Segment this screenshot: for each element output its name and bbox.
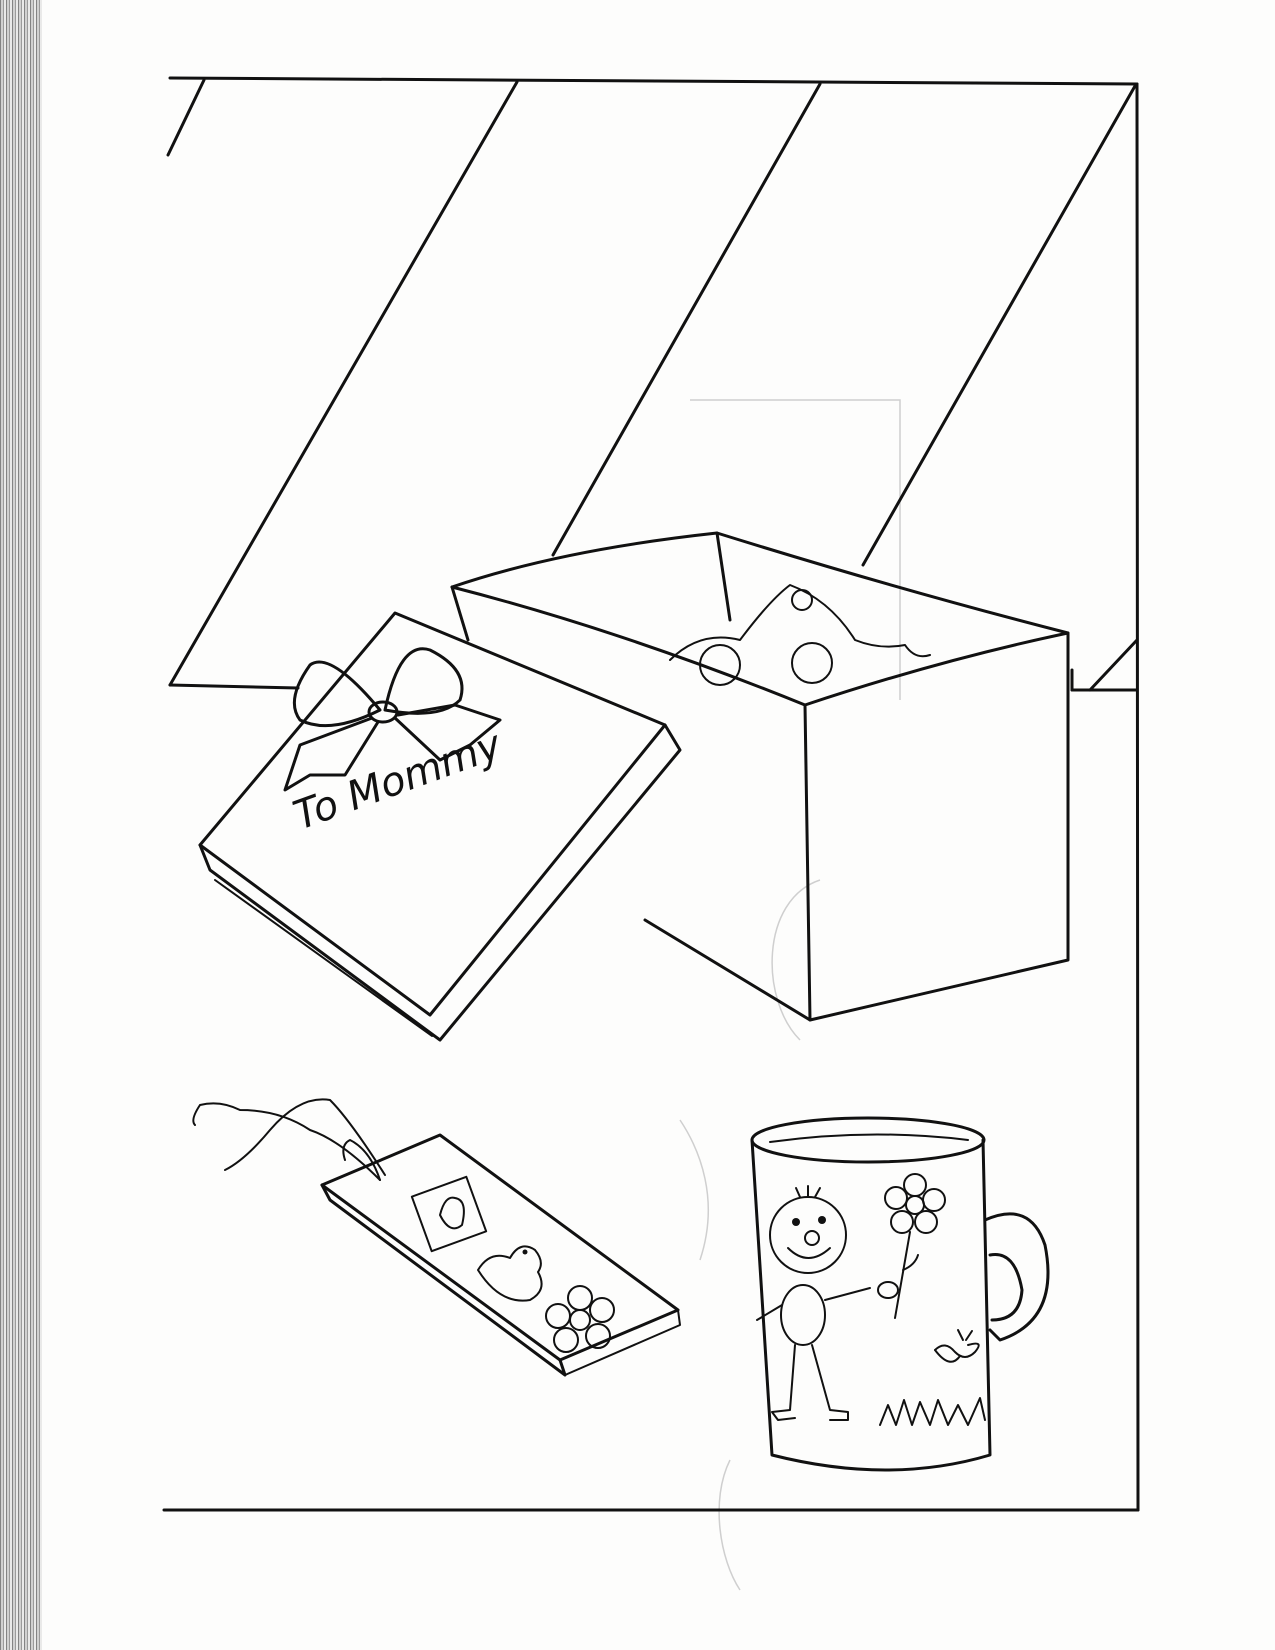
mug [750, 1116, 1050, 1472]
flower-drawing [877, 1173, 946, 1319]
gift-box [450, 531, 1070, 1022]
butterfly-drawing [934, 1329, 980, 1363]
window [166, 78, 1139, 692]
scan-binding-edge [0, 0, 42, 1650]
lid-label: To Mommy [288, 721, 509, 839]
bow [283, 647, 502, 792]
bleed-through-marks [679, 399, 901, 1591]
bookmark [192, 1098, 681, 1377]
mug-handle [983, 1212, 1050, 1342]
stamp-icon [410, 1175, 488, 1253]
flower-icon [545, 1285, 615, 1353]
stick-figure-drawing [756, 1185, 871, 1421]
grass-drawing [879, 1397, 986, 1426]
scene-frame [162, 76, 1140, 1512]
gift-box-lid: To Mommy [198, 611, 682, 1042]
ribbon [192, 1098, 386, 1181]
duck-icon [477, 1245, 543, 1302]
